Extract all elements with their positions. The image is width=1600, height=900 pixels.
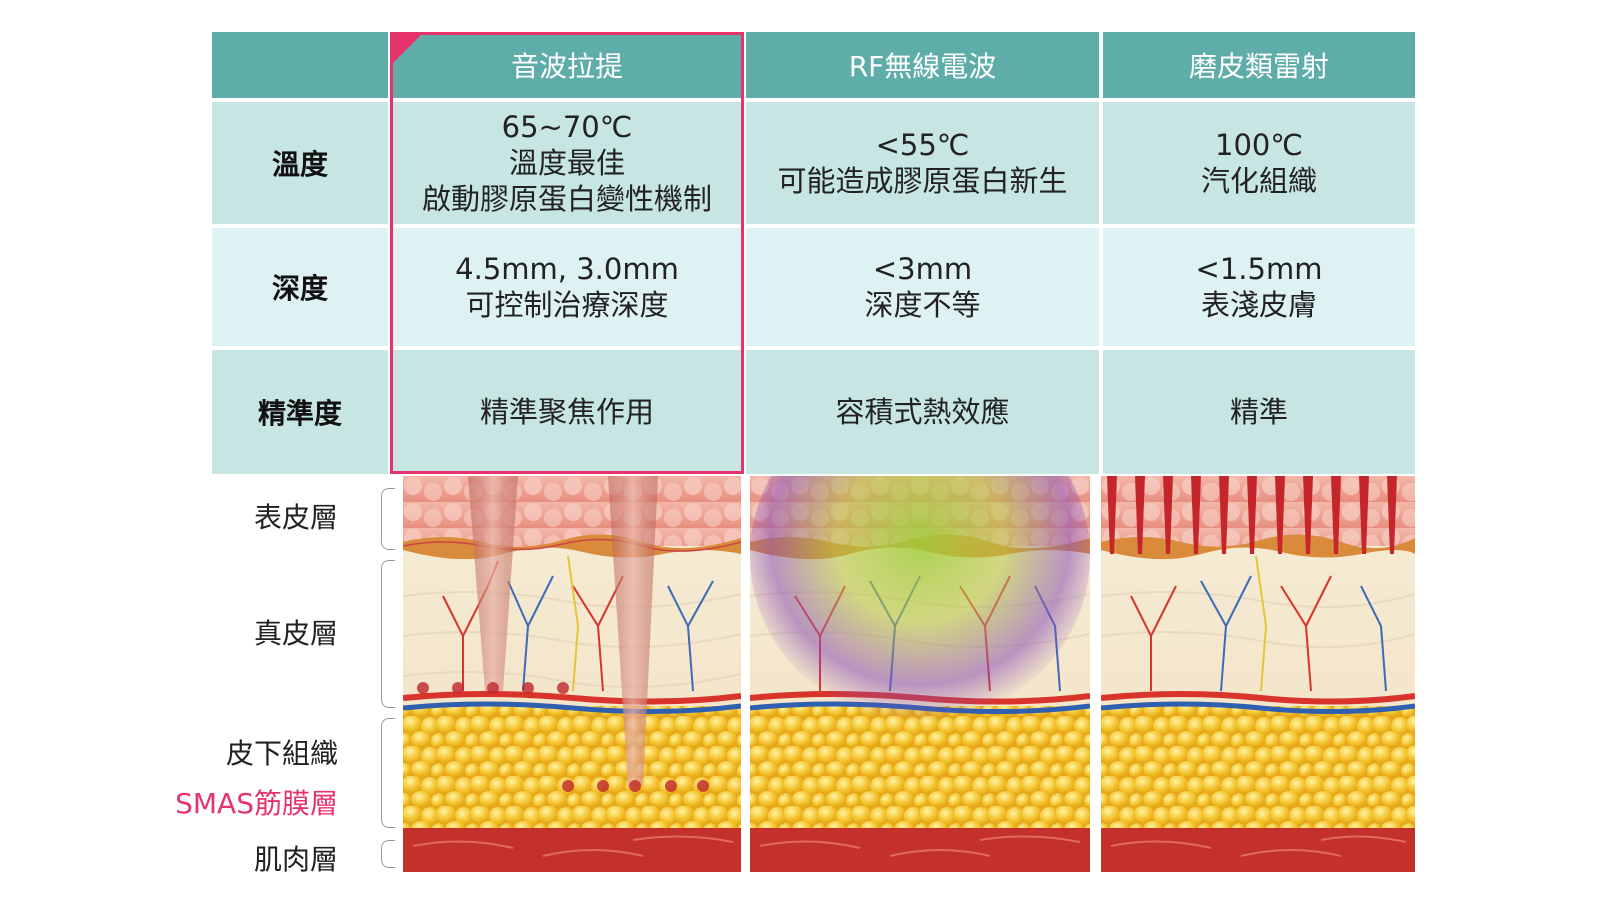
cell-depth-rf: <3mm 深度不等	[746, 228, 1099, 346]
cell-line: 啟動膠原蛋白變性機制	[421, 182, 712, 216]
cell-line: 溫度最佳	[508, 146, 625, 180]
cell-line: 容積式熱效應	[835, 395, 1010, 429]
cell-line: 精準	[1229, 395, 1288, 429]
skin-illustration-ultrasound	[403, 476, 741, 872]
column-header-ultrasound: 音波拉提	[392, 32, 742, 98]
cell-line: <1.5mm	[1195, 252, 1323, 286]
layer-label-muscle: 肌肉層	[253, 843, 338, 876]
bracket-subcutaneous	[381, 718, 395, 828]
bracket-epidermis	[381, 488, 395, 550]
cell-precision-ultrasound: 精準聚焦作用	[392, 350, 742, 474]
layer-label-epidermis: 表皮層	[253, 501, 338, 534]
skin-illustration-rf	[750, 476, 1090, 872]
layer-label-dermis: 真皮層	[253, 617, 338, 650]
cell-line: 100℃	[1215, 128, 1303, 162]
cell-line: 精準聚焦作用	[479, 395, 654, 429]
column-header-rf: RF無線電波	[746, 32, 1099, 98]
row-label-temperature: 溫度	[212, 102, 388, 224]
cell-line: 深度不等	[864, 288, 981, 322]
cell-temperature-rf: <55℃ 可能造成膠原蛋白新生	[746, 102, 1099, 224]
layer-label-smas: SMAS筋膜層	[175, 787, 338, 820]
cell-line: 可能造成膠原蛋白新生	[777, 164, 1068, 198]
column-header-laser: 磨皮類雷射	[1103, 32, 1415, 98]
cell-line: 表淺皮膚	[1200, 288, 1317, 322]
cell-line: <3mm	[872, 252, 973, 286]
cell-temperature-laser: 100℃ 汽化組織	[1103, 102, 1415, 224]
cell-line: <55℃	[875, 128, 970, 162]
layer-label-subcutaneous: 皮下組織	[225, 737, 338, 770]
bracket-muscle	[381, 840, 395, 868]
skin-illustration-laser	[1101, 476, 1415, 872]
row-label-precision: 精準度	[212, 350, 388, 474]
cell-line: 汽化組織	[1200, 164, 1317, 198]
cell-depth-ultrasound: 4.5mm, 3.0mm 可控制治療深度	[392, 228, 742, 346]
highlight-corner-flag	[393, 35, 421, 63]
cell-line: 4.5mm, 3.0mm	[455, 252, 679, 286]
cell-line: 65~70℃	[501, 110, 633, 144]
header-corner	[212, 32, 388, 98]
cell-precision-rf: 容積式熱效應	[746, 350, 1099, 474]
cell-temperature-ultrasound: 65~70℃ 溫度最佳 啟動膠原蛋白變性機制	[392, 102, 742, 224]
cell-depth-laser: <1.5mm 表淺皮膚	[1103, 228, 1415, 346]
row-label-depth: 深度	[212, 228, 388, 346]
cell-precision-laser: 精準	[1103, 350, 1415, 474]
cell-line: 可控制治療深度	[465, 288, 669, 322]
bracket-dermis	[381, 560, 395, 708]
